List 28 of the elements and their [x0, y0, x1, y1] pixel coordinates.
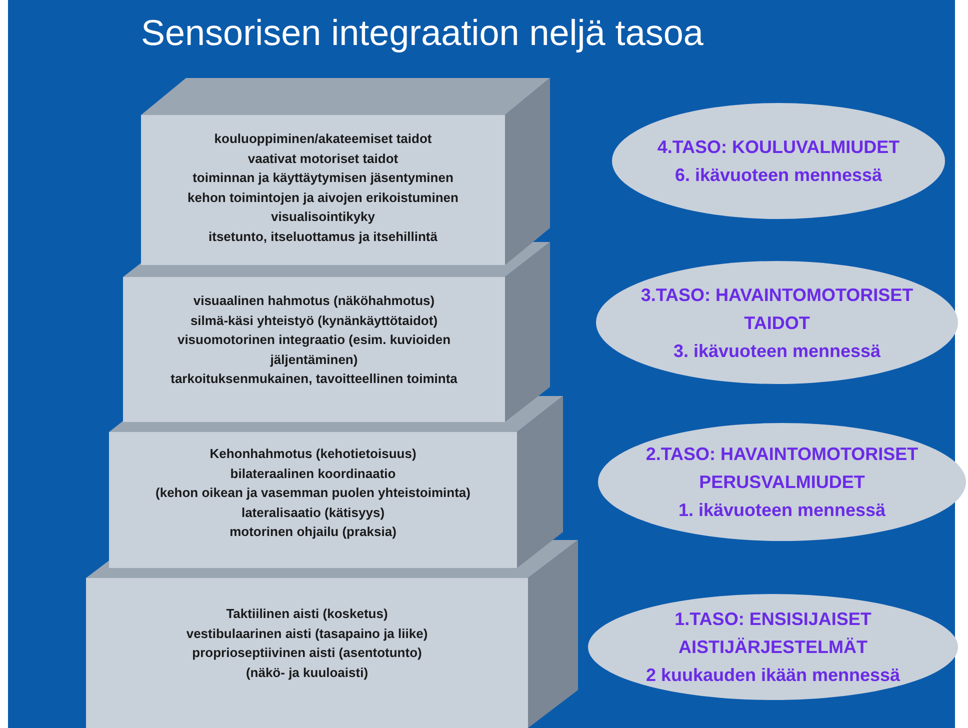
skill-text: silmä-käsi yhteistyö (kynänkäyttötaidot)	[190, 312, 438, 330]
skill-text: bilateraalinen koordinaatio	[230, 464, 396, 482]
skill-text: kehon toimintojen ja aivojen erikoistuminen	[188, 188, 458, 207]
level-heading: 2.TASO: HAVAINTOMOTORISET PERUSVALMIUDET	[644, 443, 920, 494]
skill-text: vestibulaarinen aisti (tasapaino ja liike)	[186, 624, 428, 643]
skill-text: vaativat motoriset taidot	[248, 150, 398, 168]
skill-text: proprioseptiivinen aisti (asentotunto)	[192, 644, 422, 662]
skill-text: visuomotorinen integraatio (esim. kuvioiden jäljentäminen)	[176, 331, 452, 369]
skill-text: (kehon oikean ja vasemman puolen yhteistoiminta)	[156, 484, 470, 502]
skill-text: kouluoppiminen/akateemiset taidot	[214, 130, 432, 148]
level-heading: 3.TASO: HAVAINTOMOTORISET TAIDOT	[640, 284, 914, 334]
skill-text: Taktiilinen aisti (kosketus)	[226, 605, 388, 623]
skill-text: motorinen ohjailu (praksia)	[230, 523, 396, 541]
skill-text: itsetunto, itseluottamus ja itsehillintä	[208, 228, 438, 246]
skill-text: visualisointikyky	[270, 208, 376, 226]
skill-text: tarkoituksenmukainen, tavoitteellinen toiminta	[170, 370, 458, 388]
skill-text: lateralisaatio (kätisyys)	[241, 504, 385, 522]
diagram-title: Sensorisen integraation neljä tasoa	[141, 12, 704, 54]
skill-text: Kehonhahmotus (kehotietoisuus)	[210, 445, 416, 463]
level-heading: 4.TASO: KOULUVALMIUDET	[657, 136, 900, 159]
age-text: 3. ikävuoteen mennessä	[673, 340, 881, 362]
age-text: 1. ikävuoteen mennessä	[678, 499, 886, 522]
level-heading: 1.TASO: ENSISIJAISET AISTIJÄRJESTELMÄT	[674, 608, 872, 659]
skill-text: visuaalinen hahmotus (näköhahmotus)	[193, 292, 435, 310]
age-text: 2 kuukauden ikään mennessä	[646, 664, 900, 687]
skill-text: toiminnan ja käyttäytymisen jäsentyminen	[192, 169, 454, 187]
age-text: 6. ikävuoteen mennessä	[674, 164, 882, 187]
skill-text: (näkö- ja kuuloaisti)	[246, 664, 368, 682]
